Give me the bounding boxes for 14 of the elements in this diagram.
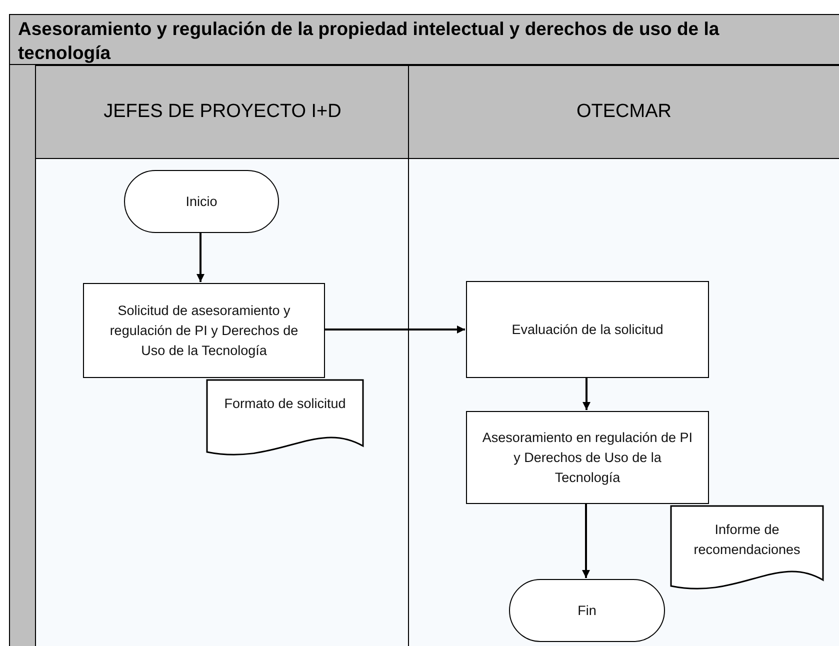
pool-title: Asesoramiento y regulación de la propiedad intelectual y derechos de uso de la tecnología xyxy=(9,14,839,65)
process-box: Evaluación de la solicitud xyxy=(466,281,709,378)
swimlane xyxy=(408,65,839,646)
arrow xyxy=(582,377,590,410)
terminal-shape: Fin xyxy=(509,579,665,642)
terminal-shape: Inicio xyxy=(124,170,279,233)
lane-header: JEFES DE PROYECTO I+D xyxy=(36,66,409,159)
swimlane xyxy=(35,65,410,646)
arrow xyxy=(324,326,465,334)
lane-header: OTECMAR xyxy=(409,66,839,159)
arrow xyxy=(196,232,204,282)
arrow xyxy=(582,503,590,578)
process-box: Solicitud de asesoramiento y regulación de PI y Derechos de Uso de la Tecnología xyxy=(83,283,325,378)
process-box: Asesoramiento en regulación de PI y Derechos de Uso de la Tecnología xyxy=(466,411,709,504)
